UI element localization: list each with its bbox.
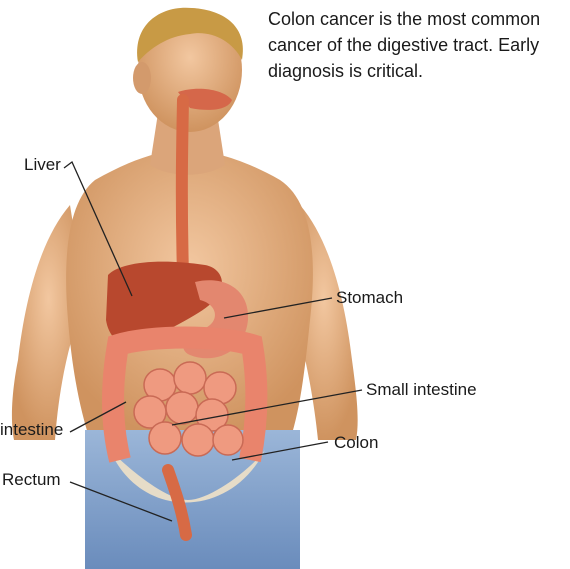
label-stomach: Stomach [336,288,403,308]
label-liver: Liver [24,155,61,175]
label-large-intestine: intestine [0,420,63,440]
label-colon: Colon [334,433,378,453]
caption-text: Colon cancer is the most common cancer o… [268,6,568,84]
ear [133,62,151,94]
small-intestine-organ [134,362,243,456]
label-rectum: Rectum [2,470,61,490]
label-small-intestine: Small intestine [366,380,477,400]
esophagus [182,100,183,275]
